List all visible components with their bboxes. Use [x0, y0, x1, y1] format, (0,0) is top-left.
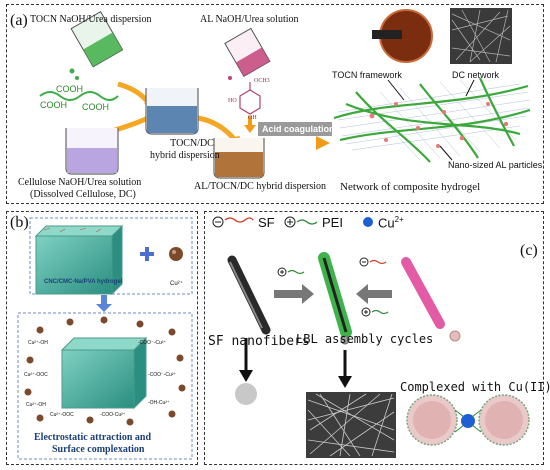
chem-label: OCH3 — [254, 78, 270, 84]
complexed-fiber-icon — [406, 394, 530, 446]
sf-nanofibers-label: SF nanofibers — [208, 334, 310, 349]
right-arrow-icon — [274, 284, 314, 304]
surface-label: -COO⁻-Cu²⁺ — [148, 372, 177, 378]
particle-icon — [449, 330, 461, 342]
sem-image — [306, 392, 396, 458]
sf-chain-icon — [224, 217, 254, 223]
hybrid-label-line2: hybrid dispersion — [150, 150, 220, 161]
cooh-label: COOH — [56, 84, 83, 94]
sf-coated-rod-icon — [401, 257, 445, 329]
tocn-chain-icon — [39, 91, 119, 101]
cooh-label: COOH — [40, 100, 67, 110]
pei-chain-icon — [296, 219, 318, 225]
acid-coagulation-label: Acid coagulation — [262, 124, 335, 134]
panel-c-label: (c) — [520, 242, 538, 259]
drop-icon — [75, 76, 79, 80]
hydrogel-cube-icon — [34, 224, 124, 296]
pei-legend-label: PEI — [322, 215, 343, 230]
acid-coagulation-bar — [258, 122, 332, 136]
al-tocn-dc-beaker-icon — [213, 138, 265, 179]
tocn-dc-beaker-icon — [145, 88, 199, 135]
panel-b-label: (b) — [10, 214, 29, 231]
dc-network-label: DC network — [452, 70, 500, 80]
surface-label: -COO⁻-Cu²⁺ — [138, 340, 167, 346]
plus-icon — [140, 247, 154, 261]
cooh-label: COOH — [82, 102, 109, 112]
cu-ion-icon — [363, 217, 373, 227]
lbl-label: LBL assembly cycles — [296, 332, 434, 346]
cu-ion-icon — [24, 316, 186, 426]
tocn-beaker-icon — [70, 10, 124, 68]
panel-c — [204, 211, 544, 465]
al-solution-label: AL NaOH/Urea solution — [200, 14, 299, 25]
al-molecule-icon — [239, 82, 261, 115]
network-title: Network of composite hydrogel — [340, 181, 481, 193]
particle-icon — [340, 335, 350, 345]
surface-label: Cu²⁺-OH — [26, 402, 46, 408]
cellulose-beaker-icon — [65, 128, 119, 175]
panel-b-caption-2: Surface complexation — [52, 444, 145, 455]
tocn-dispersion-label: TOCN NaOH/Urea dispersion — [30, 14, 152, 25]
cellulose-solution-label: Cellulose NaOH/Urea solution — [18, 177, 142, 188]
drop-icon — [69, 68, 75, 74]
sf-nanofiber-rod-icon — [227, 255, 271, 335]
panel-b — [6, 211, 198, 465]
al-hybrid-label: AL/TOCN/DC hybrid dispersion — [194, 181, 327, 192]
positive-charge-icon — [284, 216, 296, 228]
surface-label: Cu²⁺-OOC — [24, 372, 48, 378]
composite-network-icon — [333, 77, 531, 163]
surface-label: Cu²⁺-OOC — [50, 412, 74, 418]
complexed-cube-icon — [60, 336, 148, 410]
cu-ion-label: Cu²⁺ — [170, 281, 183, 287]
panel-b-caption-1: Electrostatic attraction and — [34, 432, 152, 443]
panel-a-label: (a) — [10, 12, 28, 29]
chem-label: OH — [248, 115, 257, 121]
curved-arrow-icon — [197, 115, 237, 142]
sf-legend-label: SF — [258, 215, 275, 230]
surface-label: -COO-Cu²⁺ — [100, 412, 126, 418]
surface-label: Cu²⁺-OH — [28, 340, 48, 346]
chem-label: HO — [228, 98, 237, 104]
drop-icon — [228, 76, 232, 80]
cellulose-solution-label-2: (Dissolved Cellulose, DC) — [30, 189, 136, 200]
negative-charge-icon — [212, 216, 224, 228]
fiber-cross-section-icon — [235, 383, 257, 405]
panel-a — [6, 4, 544, 204]
tocn-framework-label: TOCN framework — [332, 70, 402, 80]
hybrid-label-line1: TOCN/DC — [170, 138, 214, 149]
pei-coated-rod-icon — [318, 252, 352, 338]
complexed-label: Complexed with Cu(II) — [400, 380, 550, 394]
nano-al-label: Nano-sized AL particles — [448, 160, 543, 170]
hydrogel-label: CNC/CMC-Na/PVA hydrogel — [44, 279, 123, 285]
al-beaker-icon — [224, 27, 271, 78]
cu-ion-icon — [169, 247, 183, 261]
cu-legend-label: Cu2+ — [378, 215, 404, 231]
surface-label: -OH-Cu²⁺ — [148, 400, 170, 406]
left-arrow-icon — [356, 284, 392, 304]
